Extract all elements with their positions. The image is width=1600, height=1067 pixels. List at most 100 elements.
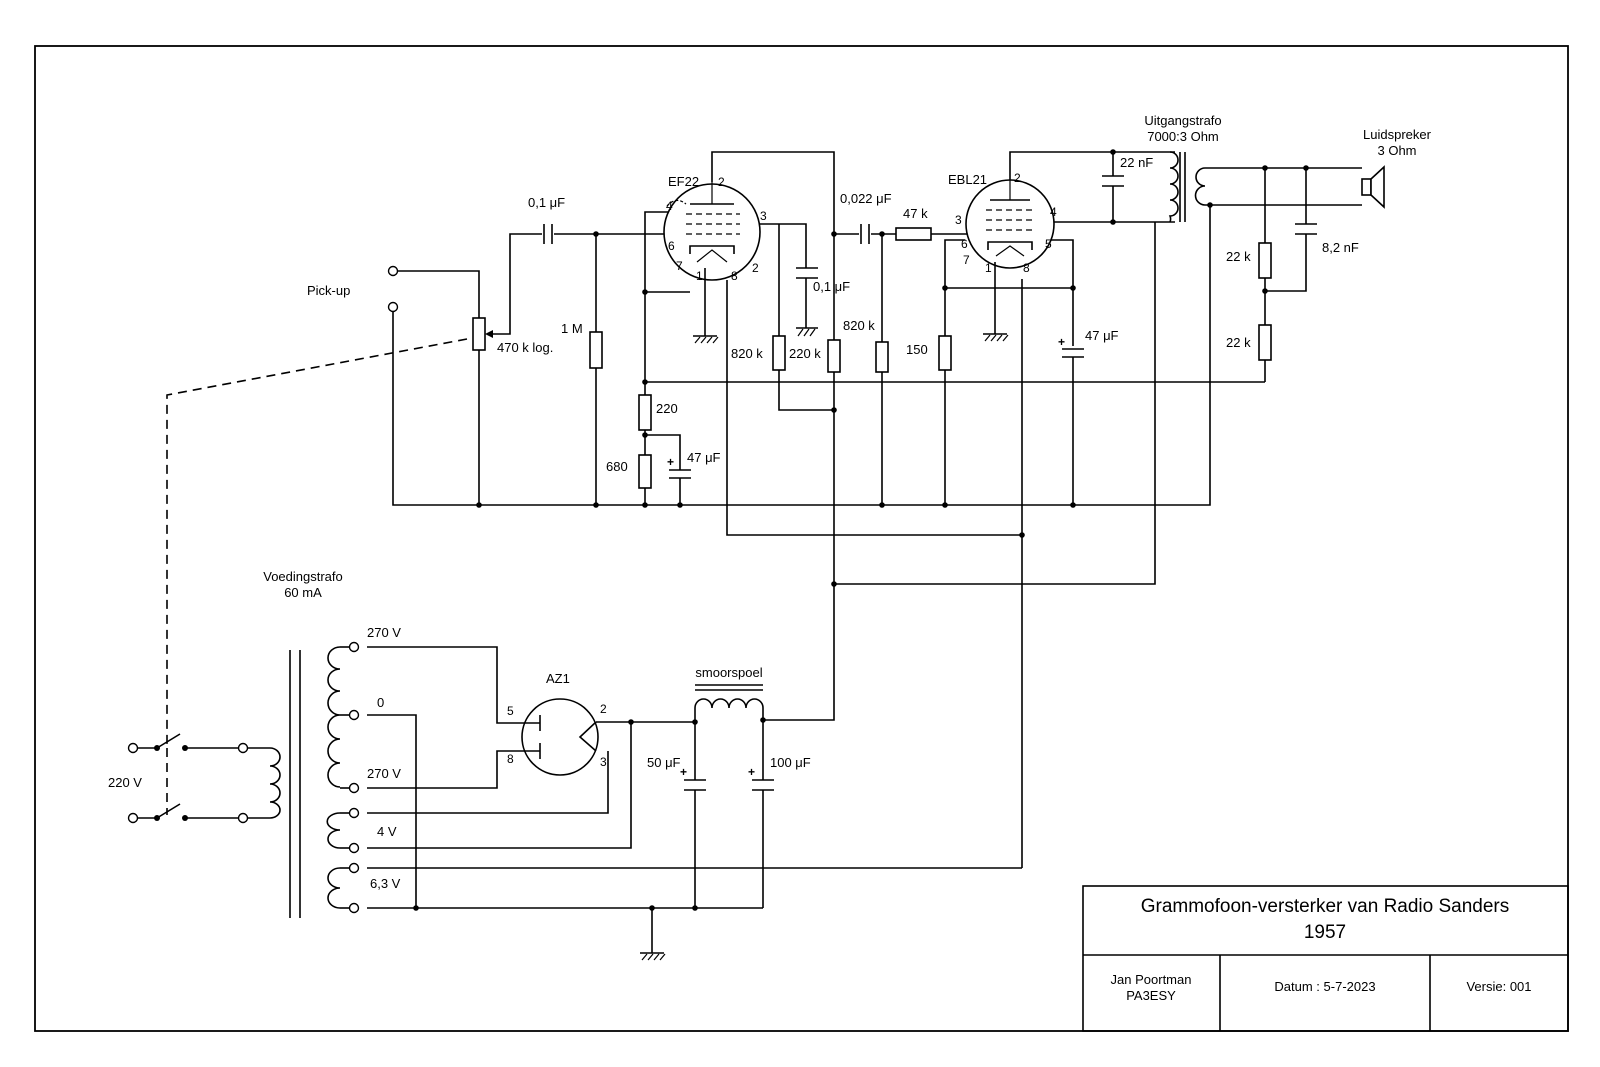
svg-text:8: 8 xyxy=(731,269,738,283)
anode-resistor-220k-label: 220 k xyxy=(789,346,821,361)
speaker-label-2: 3 Ohm xyxy=(1377,143,1416,158)
cathode-resistor-220 xyxy=(638,394,652,431)
title-block: Grammofoon-versterker van Radio Sanders … xyxy=(1082,885,1569,1032)
cathode-resistor-220-label: 220 xyxy=(656,401,678,416)
svg-text:7: 7 xyxy=(963,253,970,267)
feedback-resistor-22k-a xyxy=(1258,242,1272,279)
output-trafo-label-1: Uitgangstrafo xyxy=(1144,113,1221,128)
winding-0-label: 0 xyxy=(377,695,384,710)
junction-dots xyxy=(413,149,1309,911)
svg-text:3: 3 xyxy=(600,755,607,769)
screen-capacitor-01uf xyxy=(796,267,818,337)
ef22-ground xyxy=(693,268,719,344)
grid-resistor-820k-label: 820 k xyxy=(843,318,875,333)
output-trafo-label-2: 7000:3 Ohm xyxy=(1147,129,1219,144)
anode-capacitor-22nf xyxy=(1102,175,1124,187)
svg-text:6: 6 xyxy=(668,239,675,253)
mains-voltage-label: 220 V xyxy=(108,775,142,790)
winding-270v-a-label: 270 V xyxy=(367,625,401,640)
grid-resistor-1m xyxy=(589,331,603,369)
svg-text:8: 8 xyxy=(1023,261,1030,275)
svg-text:2: 2 xyxy=(718,175,725,189)
author-callsign: PA3ESY xyxy=(1126,988,1176,1003)
filter-capacitor-50uf: + xyxy=(680,765,706,791)
svg-text:2: 2 xyxy=(752,261,759,275)
pickup-label: Pick-up xyxy=(307,283,350,298)
svg-text:2: 2 xyxy=(600,702,607,716)
title-line-1: Grammofoon-versterker van Radio Sanders xyxy=(1141,896,1510,917)
choke-inductor xyxy=(694,684,764,709)
cathode-resistor-680-label: 680 xyxy=(606,459,628,474)
coupling-capacitor-0022uf xyxy=(860,224,870,244)
cathode-capacitor-47uf-b: + xyxy=(1058,335,1084,358)
feedback-resistor-b-label: 22 k xyxy=(1226,335,1251,350)
mains-trafo-label-1: Voedingstrafo xyxy=(263,569,343,584)
wiring xyxy=(166,151,1362,953)
ef22-pin-numbers: 2 4 3 6 7 1 8 2 xyxy=(666,175,767,283)
pickup-terminal-hot xyxy=(387,265,399,277)
feedback-cap-label: 8,2 nF xyxy=(1322,240,1359,255)
svg-text:5: 5 xyxy=(1045,237,1052,251)
svg-text:4: 4 xyxy=(666,199,673,213)
choke-label: smoorspoel xyxy=(695,665,762,680)
mains-transformer xyxy=(269,646,354,918)
svg-text:8: 8 xyxy=(507,752,514,766)
anode-resistor-220k xyxy=(827,339,841,373)
input-capacitor xyxy=(543,224,553,244)
pickup-terminal-gnd xyxy=(387,301,399,313)
filter-cap-50-label: 50 μF xyxy=(647,755,681,770)
cathode-resistor-680 xyxy=(638,454,652,489)
svg-text:2: 2 xyxy=(1014,171,1021,185)
version-field: Versie: 001 xyxy=(1466,979,1531,994)
winding-63v-label: 6,3 V xyxy=(370,876,401,891)
winding-270v-b-label: 270 V xyxy=(367,766,401,781)
cathode-cap-b-label: 47 μF xyxy=(1085,328,1119,343)
cathode-cap-a-label: 47 μF xyxy=(687,450,721,465)
svg-text:+: + xyxy=(748,765,755,779)
input-cap-label: 0,1 μF xyxy=(528,195,565,210)
svg-text:+: + xyxy=(680,765,687,779)
grid-stopper-label: 47 k xyxy=(903,206,928,221)
sheet-border xyxy=(34,45,1569,1032)
svg-text:+: + xyxy=(667,455,674,469)
feedback-resistor-22k-b xyxy=(1258,324,1272,361)
date-field: Datum : 5-7-2023 xyxy=(1274,979,1375,994)
screen-resistor-820k xyxy=(772,335,786,371)
az1-rectifier-tube xyxy=(521,698,599,776)
svg-text:1: 1 xyxy=(696,269,703,283)
volume-potentiometer xyxy=(472,317,493,351)
pot-value-label: 470 k log. xyxy=(497,340,553,355)
svg-text:+: + xyxy=(1058,335,1065,349)
ef22-tube xyxy=(663,182,761,281)
mains-switch xyxy=(127,733,249,824)
screen-cap-label: 0,1 μF xyxy=(813,279,850,294)
filter-capacitor-100uf: + xyxy=(748,765,774,791)
filter-cap-100-label: 100 μF xyxy=(770,755,811,770)
cathode-resistor-150-label: 150 xyxy=(906,342,928,357)
svg-text:4: 4 xyxy=(1050,205,1057,219)
mains-trafo-label-2: 60 mA xyxy=(284,585,322,600)
grid-stopper-47k xyxy=(895,227,932,241)
speaker-label-1: Luidspreker xyxy=(1363,127,1432,142)
anode-cap-label: 22 nF xyxy=(1120,155,1153,170)
coupling-cap-label: 0,022 μF xyxy=(840,191,892,206)
loudspeaker-icon xyxy=(1361,165,1385,209)
az1-pin-numbers: 5 2 8 3 xyxy=(507,702,607,769)
ef22-label: EF22 xyxy=(668,174,699,189)
author-name: Jan Poortman xyxy=(1111,972,1192,987)
svg-text:7: 7 xyxy=(676,259,683,273)
mains-trafo-terminals xyxy=(348,641,360,914)
svg-text:1: 1 xyxy=(985,261,992,275)
grid-resistor-label: 1 M xyxy=(561,321,583,336)
ebl21-tube xyxy=(965,179,1055,269)
svg-text:5: 5 xyxy=(507,704,514,718)
ebl21-label: EBL21 xyxy=(948,172,987,187)
feedback-capacitor-82nf xyxy=(1295,223,1317,235)
az1-label: AZ1 xyxy=(546,671,570,686)
feedback-resistor-a-label: 22 k xyxy=(1226,249,1251,264)
svg-text:3: 3 xyxy=(760,209,767,223)
cathode-capacitor-47uf-a: + xyxy=(667,455,691,479)
output-transformer xyxy=(1168,151,1206,223)
cathode-resistor-150 xyxy=(938,335,952,371)
